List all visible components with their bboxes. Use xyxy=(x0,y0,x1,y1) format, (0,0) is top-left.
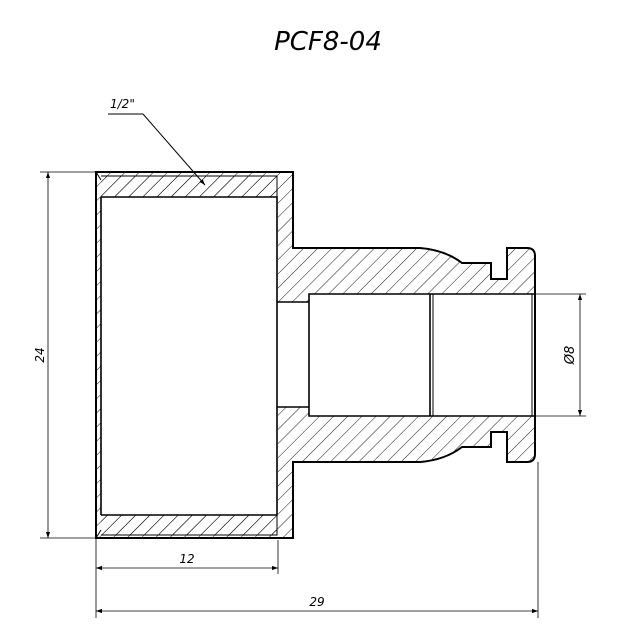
dimension-overall-length: 29 xyxy=(96,462,539,618)
dimension-thread-depth: 12 xyxy=(95,538,279,618)
thread-label: 1/2" xyxy=(110,97,135,111)
drawing-title: PCF8-04 xyxy=(274,27,382,57)
dimension-bore-diameter-value: Ø8 xyxy=(563,346,578,366)
dimension-height-value: 24 xyxy=(33,347,47,362)
thread-callout: 1/2" xyxy=(108,97,206,186)
part-section xyxy=(95,171,536,539)
dimension-bore-diameter: Ø8 xyxy=(535,293,586,417)
dimension-height: 24 xyxy=(33,171,96,539)
dimension-thread-depth-value: 12 xyxy=(179,552,194,566)
dimension-overall-length-value: 29 xyxy=(309,595,324,609)
